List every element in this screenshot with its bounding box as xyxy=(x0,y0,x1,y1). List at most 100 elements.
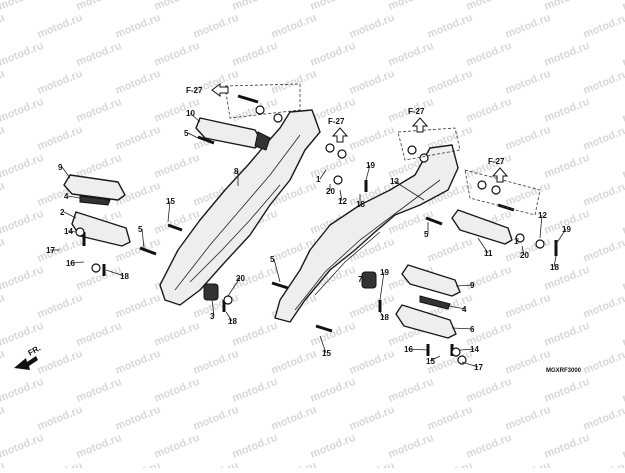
left-upper-ref-outline xyxy=(224,83,301,119)
watermark-text: motod.ru xyxy=(192,404,241,433)
watermark-text: motod.ru xyxy=(504,292,553,321)
right-bracket-rib-2 xyxy=(314,231,381,296)
callout-number: 16 xyxy=(404,345,413,354)
watermark-text: motod.ru xyxy=(153,152,202,181)
watermark-text: motod.ru xyxy=(621,376,625,405)
watermark-text: motod.ru xyxy=(621,320,625,349)
watermark-text: motod.ru xyxy=(348,460,397,468)
left-passenger-footpeg xyxy=(63,174,126,201)
watermark-text: motod.ru xyxy=(582,12,625,41)
diagram-code: MGXRF3000 xyxy=(546,368,582,374)
callout-number: 19 xyxy=(366,161,375,170)
hardware-layer xyxy=(75,94,558,365)
left-rider-footpeg xyxy=(71,211,131,247)
watermark-text: motod.ru xyxy=(543,320,592,349)
right-bracket-rib xyxy=(294,179,441,311)
callout-number: 3 xyxy=(210,312,215,321)
washer xyxy=(223,295,233,305)
watermark-text: motod.ru xyxy=(504,124,553,153)
watermark-text: motod.ru xyxy=(36,460,85,468)
watermark-text: motod.ru xyxy=(621,96,625,125)
leader-line xyxy=(225,311,233,322)
watermark-text: motod.ru xyxy=(348,12,397,41)
callout-number: 9 xyxy=(470,281,475,290)
watermark-text: motod.ru xyxy=(114,460,163,468)
washer xyxy=(451,347,461,357)
watermark-text: motod.ru xyxy=(270,460,319,468)
left-upper-footpeg xyxy=(195,117,263,149)
watermark-text: motod.ru xyxy=(114,348,163,377)
washer xyxy=(407,145,417,155)
watermark-text: motod.ru xyxy=(192,348,241,377)
watermark-text: motod.ru xyxy=(36,404,85,433)
callout-number: 1 xyxy=(316,175,321,184)
watermark-text: motod.ru xyxy=(309,0,358,13)
watermark-text: motod.ru xyxy=(0,124,6,153)
right-lower-ref-outline xyxy=(464,169,541,216)
callout-number: 20 xyxy=(236,274,245,283)
callout-number: 12 xyxy=(338,197,347,206)
callout-number: 20 xyxy=(520,251,529,260)
watermark-text: motod.ru xyxy=(114,12,163,41)
washer xyxy=(255,105,265,115)
watermark-text: motod.ru xyxy=(192,12,241,41)
leader-line xyxy=(227,277,241,297)
watermark-text: motod.ru xyxy=(621,40,625,69)
watermark-text: motod.ru xyxy=(621,432,625,461)
leader-line xyxy=(361,278,365,281)
leader-line xyxy=(429,355,441,362)
watermark-text: motod.ru xyxy=(387,376,436,405)
watermark-text: motod.ru xyxy=(309,432,358,461)
watermark-text: motod.ru xyxy=(75,0,124,13)
washer xyxy=(273,113,283,123)
leader-line xyxy=(447,305,467,310)
bolt xyxy=(197,135,215,145)
bolt xyxy=(237,94,259,104)
watermark-text: motod.ru xyxy=(426,12,475,41)
watermark-text: motod.ru xyxy=(621,208,625,237)
leader-line xyxy=(319,335,327,354)
leader-line xyxy=(189,112,201,123)
leader-lines xyxy=(50,112,567,368)
watermark-text: motod.ru xyxy=(621,264,625,293)
watermark-text: motod.ru xyxy=(543,40,592,69)
callout-number: 18 xyxy=(120,272,129,281)
callout-number: 17 xyxy=(474,363,483,372)
bolt xyxy=(139,246,157,256)
leader-line xyxy=(553,255,557,268)
watermark-text: motod.ru xyxy=(0,12,6,41)
reference-arrow-icon xyxy=(211,83,229,97)
watermark-text: motod.ru xyxy=(192,460,241,468)
watermark-text: motod.ru xyxy=(0,264,45,293)
leader-line xyxy=(477,237,489,254)
leader-line xyxy=(407,348,429,351)
watermark-text: motod.ru xyxy=(0,320,45,349)
left-bracket-rib xyxy=(174,134,301,291)
watermark-text: motod.ru xyxy=(426,68,475,97)
leader-line xyxy=(379,271,385,301)
leader-line xyxy=(393,180,425,201)
watermark-text: motod.ru xyxy=(309,376,358,405)
watermark-text: motod.ru xyxy=(0,0,45,13)
watermark-text: motod.ru xyxy=(309,320,358,349)
watermark-text: motod.ru xyxy=(36,348,85,377)
watermark-text: motod.ru xyxy=(309,40,358,69)
washer xyxy=(75,227,85,237)
watermark-text: motod.ru xyxy=(0,348,6,377)
callout-number: 12 xyxy=(538,211,547,220)
watermark-text: motod.ru xyxy=(582,124,625,153)
reference-arrow-icon xyxy=(331,127,349,143)
watermark-text: motod.ru xyxy=(426,460,475,468)
callout-number: 16 xyxy=(66,259,75,268)
watermark-text: motod.ru xyxy=(75,376,124,405)
watermark-text: motod.ru xyxy=(0,68,6,97)
washer xyxy=(91,263,101,273)
watermark-text: motod.ru xyxy=(36,292,85,321)
leader-line xyxy=(521,245,525,256)
watermark-text: motod.ru xyxy=(0,460,6,468)
reference-arrow-icon xyxy=(491,167,509,183)
callout-number: 2 xyxy=(60,208,65,217)
callout-number: 14 xyxy=(64,227,73,236)
watermark-text: motod.ru xyxy=(543,376,592,405)
